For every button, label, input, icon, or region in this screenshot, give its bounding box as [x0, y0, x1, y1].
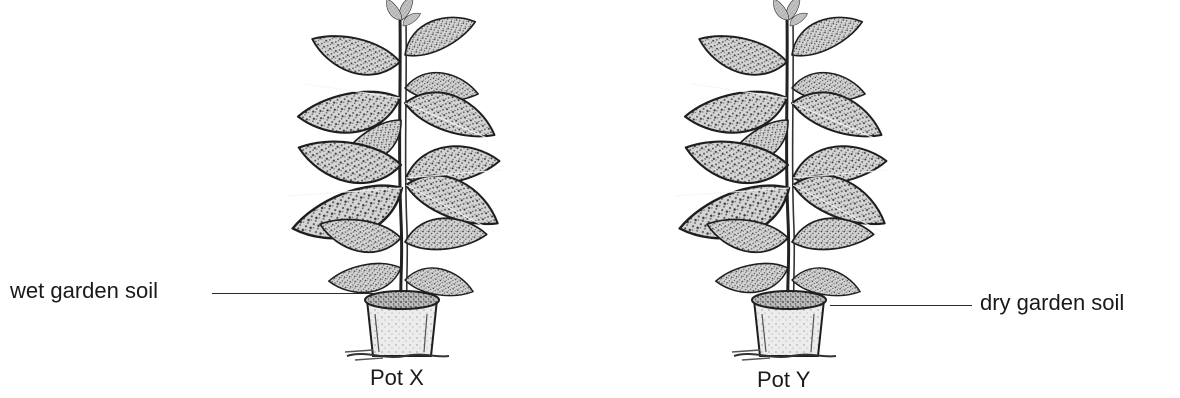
pot-y-caption: Pot Y: [757, 367, 810, 393]
right-soil-label: dry garden soil: [980, 290, 1124, 316]
pot-x-plant: [287, 0, 507, 360]
pot-y-plant: [674, 0, 894, 360]
right-soil-leader-line: [830, 305, 972, 306]
left-soil-label: wet garden soil: [10, 278, 158, 304]
pot-x-caption: Pot X: [370, 365, 424, 391]
left-soil-leader-line: [212, 293, 374, 294]
